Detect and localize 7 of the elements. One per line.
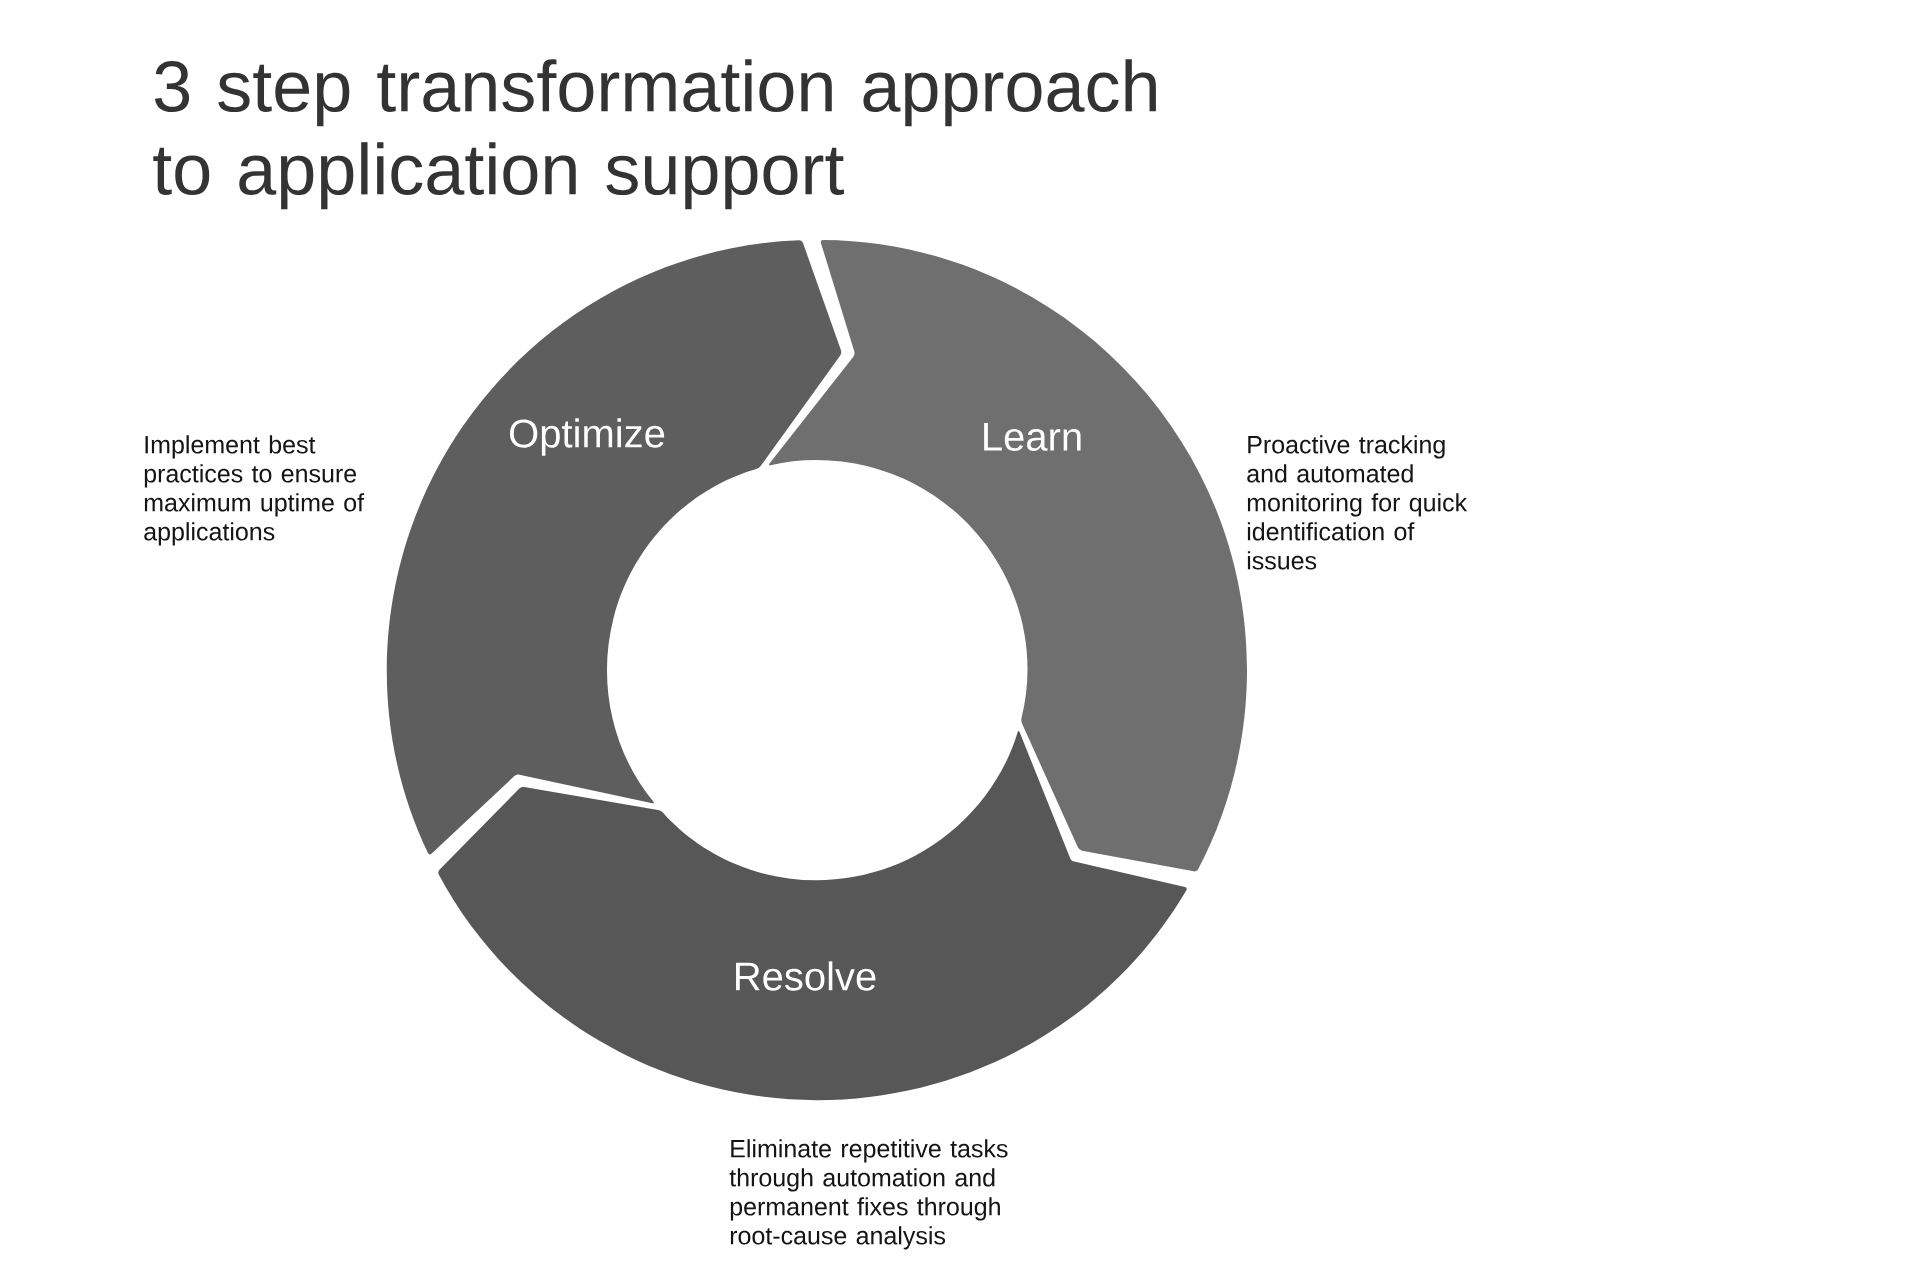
title: 3 step transformation approach to application support — [153, 59, 1156, 210]
description-text: Eliminate repetitive tasks through automation and permanent fixes through root-cause analysis — [729, 1139, 1008, 1250]
description-text: Proactive tracking and automated monitoring for quick identification of issues — [1247, 435, 1468, 570]
description-text: Implement best practices to ensure maximum uptime of applications — [144, 435, 365, 546]
arrow-segment: Learn — [768, 240, 1247, 872]
arrow-segment: Resolve — [438, 730, 1187, 1101]
arrow-segment: Optimize — [386, 240, 842, 855]
